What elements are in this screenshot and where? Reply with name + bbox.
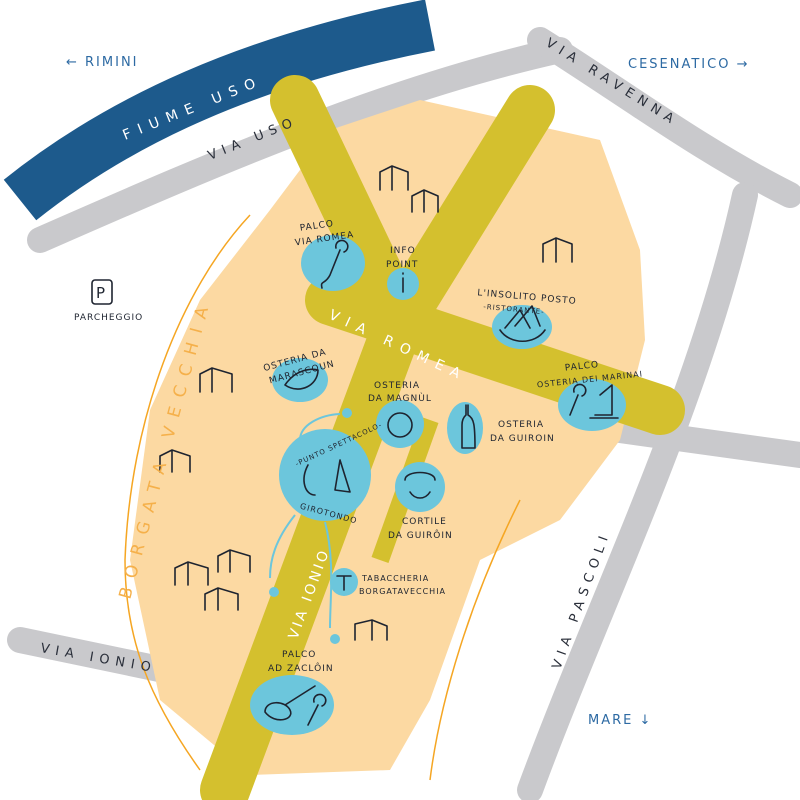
cortile-guiroin-spot[interactable] bbox=[395, 462, 445, 512]
microphone-icon bbox=[569, 383, 587, 416]
smiling-face-icon bbox=[404, 471, 436, 499]
label-osteria-magnul-2: DA MAGNÙL bbox=[368, 392, 432, 404]
house-icon bbox=[199, 367, 233, 393]
label-palco-zacloin-2: AD ZACLÔIN bbox=[268, 662, 334, 674]
marker-dot bbox=[269, 587, 279, 597]
label-info-point: INFO bbox=[390, 246, 416, 256]
tobacco-t-icon bbox=[336, 575, 352, 591]
microphone-icon bbox=[307, 693, 327, 726]
house-icon bbox=[411, 189, 439, 213]
arrow-icon bbox=[324, 521, 333, 629]
river-fiume-uso bbox=[3, 0, 435, 221]
street-north-west bbox=[270, 75, 425, 345]
road-via-ravenna bbox=[527, 27, 800, 208]
sailboat-icon bbox=[589, 384, 619, 419]
label-palco-zacloin: PALCO bbox=[282, 650, 316, 660]
house-icon bbox=[542, 237, 573, 263]
plate-icon bbox=[387, 412, 413, 438]
label-palco-via-romea: PALCO bbox=[299, 219, 334, 234]
dancers-icon bbox=[303, 459, 351, 496]
route-arrows bbox=[269, 413, 341, 629]
label-tabaccheria-2: BORGATAVECCHIA bbox=[359, 587, 446, 596]
road-cross-east bbox=[607, 417, 800, 468]
label-osteria-magnul: OSTERIA bbox=[374, 381, 420, 391]
house-icons bbox=[159, 165, 573, 641]
osteria-magnul-spot[interactable] bbox=[376, 400, 424, 448]
violin-icon bbox=[264, 685, 316, 721]
label-osteria-guiroin-2: DA GUIROIN bbox=[490, 434, 555, 444]
label-cortile-guiroin: CORTILE bbox=[402, 517, 447, 527]
palco-via-romea-spot[interactable] bbox=[301, 235, 365, 291]
label-osteria-guiroin: OSTERIA bbox=[498, 420, 544, 430]
marker-dot bbox=[330, 634, 340, 644]
osteria-guiroin-spot[interactable] bbox=[447, 402, 483, 454]
house-icon bbox=[354, 619, 388, 641]
direction-mare: MARE ↓ bbox=[588, 713, 652, 728]
label-tabaccheria: TABACCHERIA bbox=[361, 574, 429, 583]
roads bbox=[7, 27, 800, 800]
road-label-via-ravenna: VIA RAVENNA bbox=[543, 36, 681, 130]
house-icon bbox=[204, 587, 239, 611]
house-icon bbox=[159, 449, 191, 473]
house-icon bbox=[379, 165, 409, 191]
road-via-pascoli bbox=[517, 182, 758, 800]
label-info-point-2: POINT bbox=[386, 260, 418, 270]
direction-cesenatico: CESENATICO → bbox=[628, 57, 749, 72]
district-border-line bbox=[124, 214, 251, 771]
venue-spots bbox=[250, 235, 626, 735]
label-palco-marinai: PALCO bbox=[564, 360, 599, 374]
pasta-dish-icon bbox=[499, 305, 546, 343]
watermelon-icon bbox=[284, 368, 319, 390]
wine-bottle-icon bbox=[461, 404, 476, 449]
palco-zacloin-spot[interactable] bbox=[250, 675, 334, 735]
parking-symbol: P bbox=[96, 284, 106, 302]
marker-dot bbox=[342, 408, 352, 418]
punto-spettacolo-spot[interactable] bbox=[279, 429, 371, 521]
arrow-icon bbox=[269, 514, 296, 579]
house-icon bbox=[217, 549, 251, 573]
palco-marinai-spot[interactable] bbox=[558, 379, 626, 431]
house-icon bbox=[174, 561, 209, 586]
direction-rimini: ← RIMINI bbox=[66, 55, 139, 70]
parking-icon[interactable] bbox=[91, 279, 113, 305]
street-north-east bbox=[375, 85, 555, 345]
district-border-line-east bbox=[429, 499, 521, 781]
arrow-icon bbox=[299, 413, 341, 441]
microphone-icon bbox=[320, 239, 349, 289]
parking-label: PARCHEGGIO bbox=[74, 313, 143, 323]
label-cortile-guiroin-2: DA GUIRÔIN bbox=[388, 529, 453, 541]
